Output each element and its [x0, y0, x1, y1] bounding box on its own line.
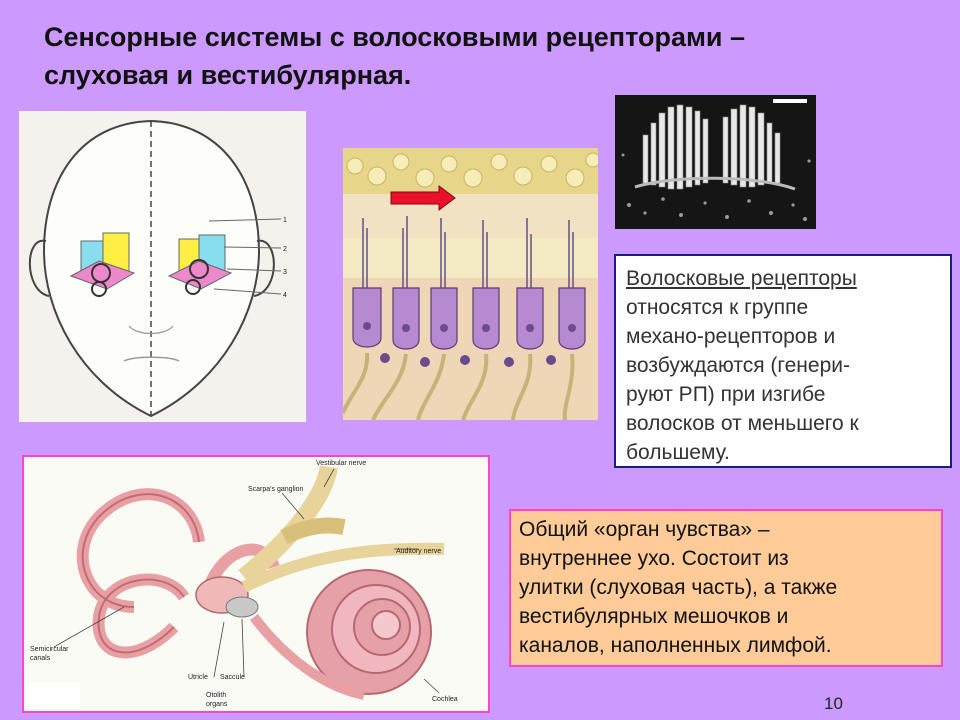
- callout-1: 1: [283, 217, 287, 224]
- label-utricle: Utricle: [188, 674, 208, 681]
- receptor-line-2: относятся к группе: [626, 296, 809, 319]
- receptor-line-1: Волосковые рецепторы: [626, 267, 857, 290]
- receptor-line-5: руют РП) при изгибе: [626, 383, 826, 406]
- receptor-line-6: волосков от меньшего к: [626, 412, 859, 435]
- page-number: 10: [824, 694, 843, 713]
- label-auditory-nerve: Auditory nerve: [396, 548, 441, 555]
- receptor-line-7: большему.: [626, 441, 730, 464]
- slide-title: Сенсорные системы с волосковыми рецептор…: [44, 18, 924, 94]
- organ-line-1: Общий «орган чувства» –: [519, 518, 770, 541]
- receptor-line-3: механо-рецепторов и: [626, 325, 836, 348]
- organ-line-5: каналов, наполненных лимфой.: [519, 634, 832, 657]
- head-inner-ear-diagram: 1 2 3 4: [19, 111, 306, 422]
- callout-4: 4: [283, 292, 287, 299]
- callout-3: 3: [283, 269, 287, 276]
- hair-receptors-description: Волосковые рецепторы относятся к группе …: [614, 254, 952, 468]
- title-line-1: Сенсорные системы с волосковыми рецептор…: [44, 22, 746, 52]
- inner-ear-anatomy-diagram: Vestibular nerve Scarpa's ganglion Audit…: [22, 455, 490, 713]
- label-vestibular-nerve: Vestibular nerve: [316, 460, 366, 467]
- hair-cells-illustration: [343, 148, 598, 420]
- label-otolith: Otolith: [206, 692, 226, 699]
- label-organs: organs: [206, 701, 228, 708]
- stereocilia-micrograph: [615, 95, 816, 229]
- organ-line-3: улитки (слуховая часть), а также: [519, 576, 838, 599]
- receptor-line-4: возбуждаются (генери-: [626, 354, 850, 377]
- label-canals: canals: [30, 655, 51, 662]
- callout-2: 2: [283, 246, 287, 253]
- label-saccule: Saccule: [220, 674, 245, 681]
- organ-line-4: вестибулярных мешочков и: [519, 605, 789, 628]
- label-scarpas-ganglion: Scarpa's ganglion: [248, 486, 304, 493]
- organ-line-2: внутреннее ухо. Состоит из: [519, 547, 789, 570]
- inner-ear-organ-description: Общий «орган чувства» – внутреннее ухо. …: [509, 509, 943, 667]
- label-cochlea: Cochlea: [432, 696, 458, 703]
- label-semicircular: Semicircular: [30, 646, 69, 653]
- title-line-2: слуховая и вестибулярная.: [44, 60, 412, 90]
